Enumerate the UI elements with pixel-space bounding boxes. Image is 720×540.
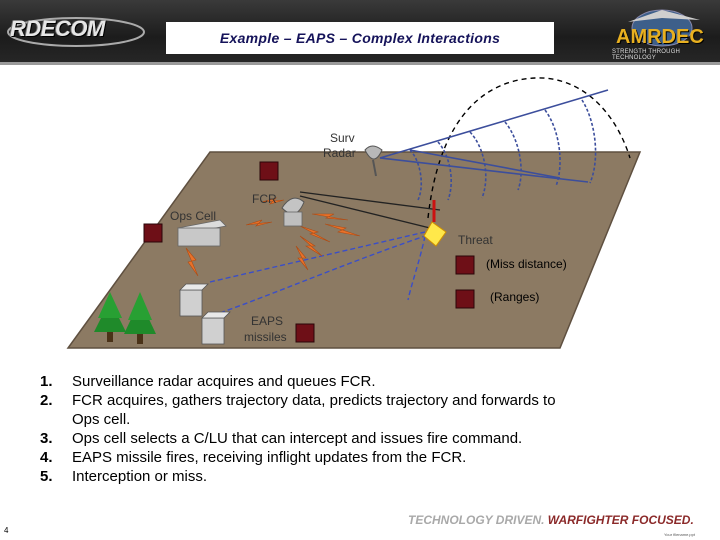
threat-trajectory xyxy=(427,77,631,219)
label-ranges: (Ranges) xyxy=(490,290,540,304)
launcher-1 xyxy=(179,283,209,317)
pine-tree-1 xyxy=(94,292,126,342)
rdecom-logo: RDECOM xyxy=(6,14,146,48)
footer-tagline: TECHNOLOGY DRIVEN. WARFIGHTER FOCUSED. xyxy=(408,513,694,527)
label-miss-distance: (Miss distance) xyxy=(486,257,567,271)
slide-title: Example – EAPS – Complex Interactions xyxy=(219,30,501,46)
launcher-2 xyxy=(201,311,231,345)
label-radar: Radar xyxy=(323,146,356,160)
step-item: 4.EAPS missile fires, receiving inflight… xyxy=(40,449,467,466)
ops-cell-shelter xyxy=(177,219,227,247)
step-item-continuation: Ops cell. xyxy=(72,411,131,428)
steps-list: 1.Surveillance radar acquires and queues… xyxy=(40,372,710,486)
surv-radar-dish xyxy=(364,145,383,177)
amrdec-logo: AMRDEC STRENGTH THROUGH TECHNOLOGY xyxy=(608,4,716,62)
amrdec-logo-text: AMRDEC xyxy=(616,26,704,48)
pine-tree-2 xyxy=(124,292,156,344)
threat-marker xyxy=(423,200,447,247)
rdecom-logo-text: RDECOM xyxy=(10,16,105,41)
signal-bolts xyxy=(185,197,361,277)
step-item: 2.FCR acquires, gathers trajectory data,… xyxy=(40,392,556,409)
label-ops-cell: Ops Cell xyxy=(170,209,217,223)
step-item: 1.Surveillance radar acquires and queues… xyxy=(40,373,376,390)
tagline-part-1: TECHNOLOGY DRIVEN. xyxy=(408,513,548,527)
header-divider xyxy=(0,62,720,65)
footer-filename: Your filename.ppt xyxy=(664,532,695,537)
label-missiles: missiles xyxy=(244,330,287,344)
amrdec-logo-subtitle: STRENGTH THROUGH TECHNOLOGY xyxy=(612,49,681,61)
missile-paths xyxy=(204,231,426,319)
tagline-part-2: WARFIGHTER FOCUSED. xyxy=(547,513,694,527)
label-threat: Threat xyxy=(458,233,493,247)
label-surv: Surv xyxy=(330,131,355,145)
ground-plane xyxy=(66,151,642,349)
label-fcr: FCR xyxy=(252,192,277,206)
label-eaps: EAPS xyxy=(251,314,284,328)
rdecom-logo-swoosh xyxy=(7,17,145,47)
indicator-squares xyxy=(143,161,475,343)
surv-radar-beams xyxy=(379,89,609,201)
step-item: 3.Ops cell selects a C/LU that can inter… xyxy=(40,430,523,447)
fcr-beam xyxy=(299,191,441,229)
page-number: 4 xyxy=(4,526,9,535)
amrdec-logo-emblem xyxy=(628,9,700,47)
step-item: 5.Interception or miss. xyxy=(40,468,208,485)
title-panel: Example – EAPS – Complex Interactions xyxy=(166,22,554,54)
fcr-dish xyxy=(281,197,305,227)
